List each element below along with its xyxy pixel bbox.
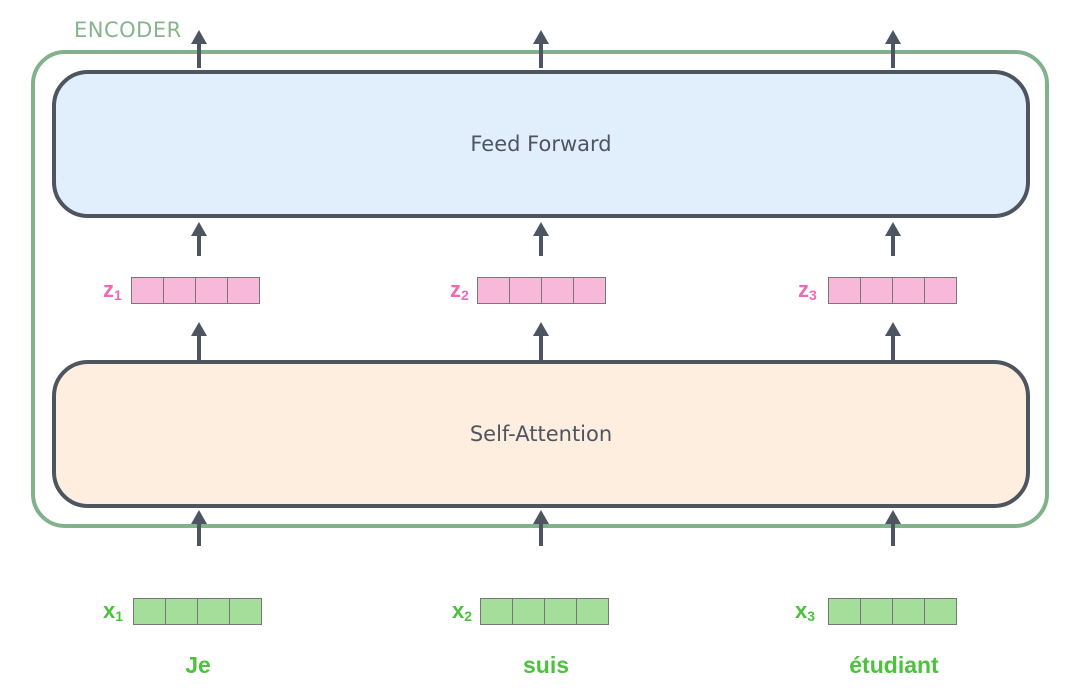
arrow-sa-z2-head [533, 322, 549, 336]
arrow-output-1-head [191, 30, 207, 44]
feed-forward-block: Feed Forward [52, 70, 1030, 218]
z3-vector [828, 277, 957, 304]
arrow-z1-ff-head [191, 222, 207, 236]
x1-label: x1 [103, 598, 124, 624]
z1-vector [131, 277, 260, 304]
z3-label: z3 [798, 277, 817, 303]
arrow-x3-sa-head [885, 510, 901, 524]
x1-vector [133, 598, 262, 625]
x2-vector [480, 598, 609, 625]
arrow-output-2-head [533, 30, 549, 44]
z2-vector [477, 277, 606, 304]
x2-label: x2 [452, 598, 473, 624]
encoder-label: ENCODER [74, 18, 182, 42]
z1-label: z1 [103, 277, 122, 303]
arrow-x2-sa-head [533, 510, 549, 524]
arrow-output-3-head [885, 30, 901, 44]
word-je: Je [185, 652, 211, 678]
feed-forward-label: Feed Forward [470, 132, 612, 156]
arrow-sa-z3-head [885, 322, 901, 336]
z2-label: z2 [450, 277, 469, 303]
self-attention-label: Self-Attention [469, 422, 613, 446]
self-attention-block: Self-Attention [52, 360, 1030, 508]
word-etudiant: étudiant [849, 652, 939, 678]
arrow-sa-z1-head [191, 322, 207, 336]
arrow-x1-sa-head [191, 510, 207, 524]
arrow-z2-ff-head [533, 222, 549, 236]
x3-label: x3 [795, 598, 816, 624]
arrow-z3-ff-head [885, 222, 901, 236]
word-suis: suis [522, 652, 570, 678]
x3-vector [828, 598, 957, 625]
